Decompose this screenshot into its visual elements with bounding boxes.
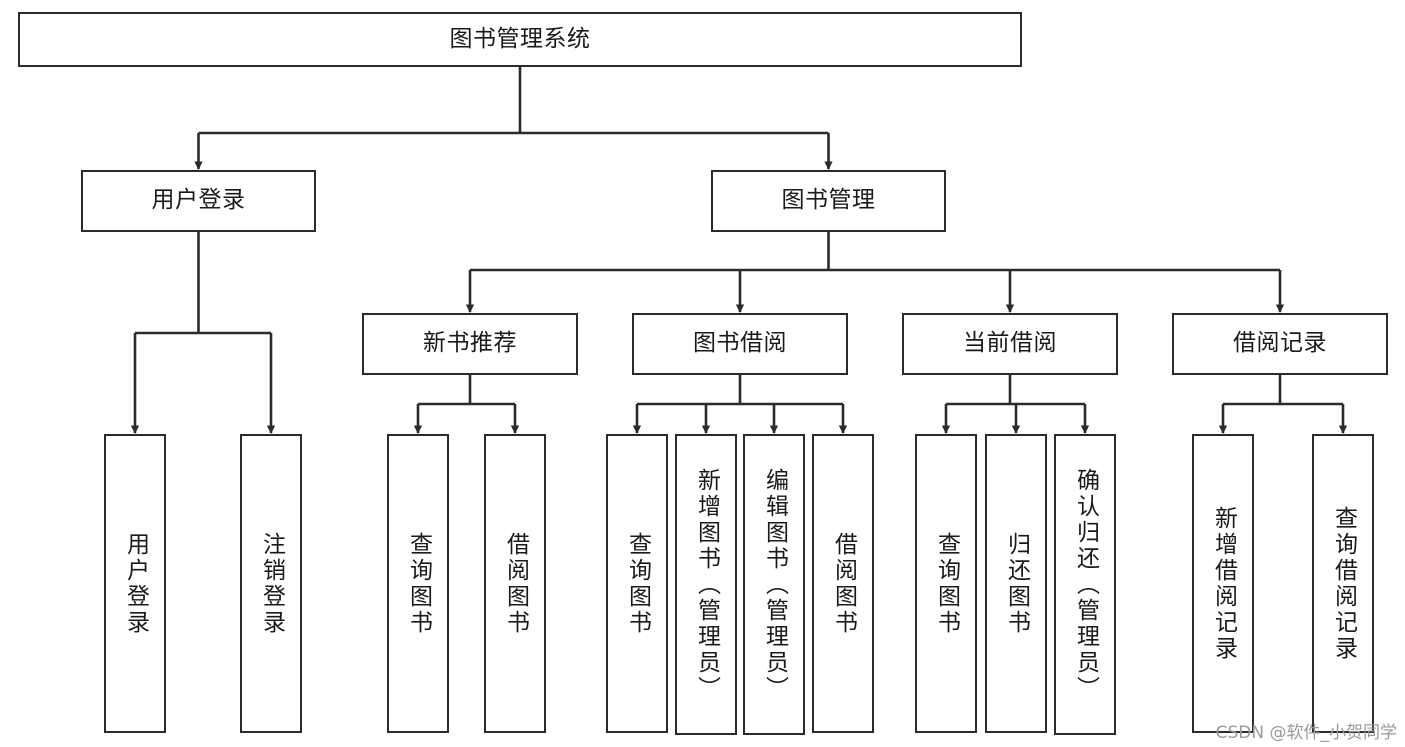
node-label: 图书管理系统 xyxy=(449,25,591,52)
node-leaf-current-3[interactable]: 确认归还（管理员） xyxy=(1054,434,1116,735)
node-leaf-current-1[interactable]: 查询图书 xyxy=(915,434,977,733)
node-leaf-borrow-3[interactable]: 编辑图书（管理员） xyxy=(743,434,805,735)
node-label: 图书借阅 xyxy=(693,330,787,357)
node-label: 查询图书 xyxy=(624,531,651,636)
node-leaf-borrow-4[interactable]: 借阅图书 xyxy=(812,434,874,733)
node-leaf-login-2[interactable]: 注销登录 xyxy=(240,434,302,733)
node-label: 新增借阅记录 xyxy=(1210,505,1237,662)
node-current[interactable]: 当前借阅 xyxy=(902,313,1118,375)
node-label: 图书管理 xyxy=(781,187,876,214)
node-borrow[interactable]: 图书借阅 xyxy=(632,313,848,375)
node-leaf-current-2[interactable]: 归还图书 xyxy=(985,434,1047,733)
node-label: 新增图书（管理员） xyxy=(693,467,720,702)
node-label: 借阅记录 xyxy=(1233,330,1327,357)
node-label: 查询图书 xyxy=(405,531,432,636)
node-leaf-borrow-1[interactable]: 查询图书 xyxy=(606,434,668,733)
node-label: 借阅图书 xyxy=(502,531,529,636)
node-label: 确认归还（管理员） xyxy=(1072,467,1099,702)
node-newrec[interactable]: 新书推荐 xyxy=(362,313,578,375)
node-label: 用户登录 xyxy=(151,187,246,214)
node-records[interactable]: 借阅记录 xyxy=(1172,313,1388,375)
node-leaf-borrow-2[interactable]: 新增图书（管理员） xyxy=(675,434,737,735)
node-login[interactable]: 用户登录 xyxy=(81,170,316,232)
node-leaf-newrec-1[interactable]: 查询图书 xyxy=(387,434,449,733)
node-bookmgmt[interactable]: 图书管理 xyxy=(711,170,946,232)
node-label: 当前借阅 xyxy=(963,330,1057,357)
node-label: 查询图书 xyxy=(933,531,960,636)
watermark-text: CSDN @软件_小贺同学 xyxy=(1215,723,1397,743)
connector-lines xyxy=(130,67,1348,435)
node-root[interactable]: 图书管理系统 xyxy=(18,12,1022,67)
node-label: 用户登录 xyxy=(122,531,149,636)
node-label: 编辑图书（管理员） xyxy=(761,467,788,702)
node-label: 新书推荐 xyxy=(423,330,517,357)
node-label: 借阅图书 xyxy=(830,531,857,636)
node-label: 查询借阅记录 xyxy=(1330,505,1357,662)
node-label: 归还图书 xyxy=(1003,531,1030,636)
node-leaf-records-1[interactable]: 新增借阅记录 xyxy=(1192,434,1254,733)
node-leaf-records-2[interactable]: 查询借阅记录 xyxy=(1312,434,1374,733)
node-label: 注销登录 xyxy=(258,531,285,636)
node-leaf-login-1[interactable]: 用户登录 xyxy=(104,434,166,733)
node-leaf-newrec-2[interactable]: 借阅图书 xyxy=(484,434,546,733)
